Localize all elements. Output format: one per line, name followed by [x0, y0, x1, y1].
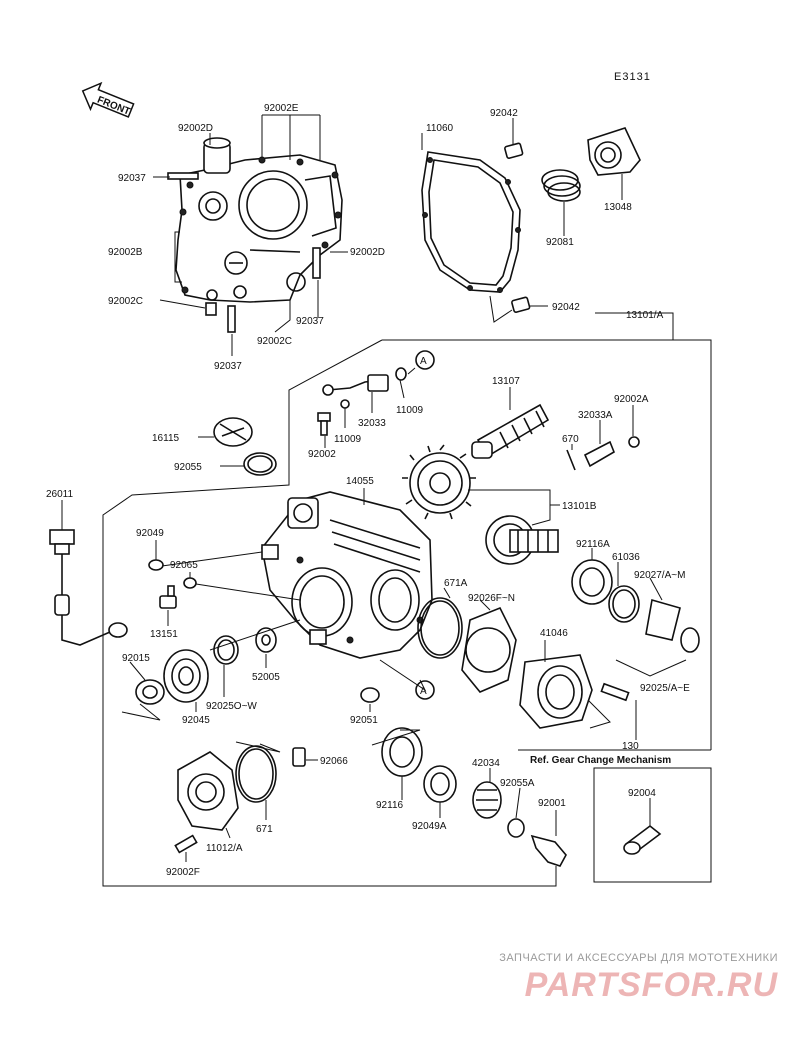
label-92004: 92004 [628, 788, 656, 799]
label-92027: 92027/A~M [634, 570, 685, 581]
label-92037-left: 92037 [118, 173, 146, 184]
label-13107: 13107 [492, 376, 520, 387]
label-92049A: 92049A [412, 821, 447, 832]
label-32033A: 32033A [578, 410, 613, 421]
label-11009-right: 11009 [396, 405, 424, 416]
label-92002D-right: 92002D [350, 247, 385, 258]
diagram-code: E3131 [614, 71, 651, 83]
label-670: 670 [562, 434, 579, 445]
label-13101B: 13101B [562, 501, 597, 512]
label-92002C-left: 92002C [108, 296, 143, 307]
crankcase-leader-lines [153, 114, 348, 356]
label-32033: 32033 [358, 418, 386, 429]
label-92026: 92026F~N [468, 593, 515, 604]
cap-drawing [213, 417, 277, 476]
sensor-harness-drawing [49, 529, 197, 646]
label-42034: 42034 [472, 758, 500, 769]
gear-shaft-drawing [402, 403, 640, 565]
gear-leaders [468, 387, 634, 526]
marker-A-mid-text: A [420, 686, 427, 697]
label-92065: 92065 [170, 560, 198, 571]
marker-A-top: A [415, 350, 435, 370]
gasket-drawing [421, 127, 641, 313]
label-92002E: 92002E [264, 103, 299, 114]
sensor-leaders [61, 500, 301, 626]
bottom-cover-drawing [174, 745, 277, 854]
right-leaders [379, 548, 687, 740]
bottom-centre-leaders [371, 729, 651, 836]
label-92002A: 92002A [614, 394, 649, 405]
label-671A: 671A [444, 578, 468, 589]
label-92045: 92045 [182, 715, 210, 726]
breather-leaders [324, 367, 416, 448]
label-26011: 26011 [46, 489, 74, 500]
label-92002B: 92002B [108, 247, 143, 258]
label-13151: 13151 [150, 629, 178, 640]
label-92002C-bottom: 92002C [257, 336, 292, 347]
left-bottom-parts-drawing [135, 627, 380, 767]
label-92055: 92055 [174, 462, 202, 473]
label-92025O: 92025O~W [206, 701, 257, 712]
label-92037-bottom: 92037 [214, 361, 242, 372]
label-13048: 13048 [604, 202, 632, 213]
label-92002D-top: 92002D [178, 123, 213, 134]
bottom-cover-leaders [185, 741, 281, 862]
marker-A-top-text: A [420, 356, 427, 367]
label-92049: 92049 [136, 528, 164, 539]
front-arrow-icon: FRONT [81, 81, 135, 118]
label-92042-top: 92042 [490, 108, 518, 119]
label-13101A: 13101/A [626, 310, 664, 321]
label-92116A: 92116A [576, 539, 610, 550]
crankcase-cover-drawing [167, 137, 343, 333]
label-92025: 92025/A~E [640, 683, 690, 694]
label-92002F: 92002F [166, 867, 200, 878]
bottom-centre-drawing [381, 727, 662, 867]
label-11012: 11012/A [206, 843, 243, 854]
right-parts-drawing [417, 559, 700, 729]
label-92037-right: 92037 [296, 316, 324, 327]
watermark-logo: PARTSFOR.RU [524, 966, 778, 1004]
label-92051: 92051 [350, 715, 378, 726]
label-92055A: 92055A [500, 778, 535, 789]
label-11060: 11060 [426, 123, 454, 134]
label-16115: 16115 [152, 433, 180, 444]
label-130: 130 [622, 741, 639, 752]
label-52005: 52005 [252, 672, 280, 683]
label-92042-bottom: 92042 [552, 302, 580, 313]
label-92066: 92066 [320, 756, 348, 767]
ref-gear-change-label: Ref. Gear Change Mechanism [530, 755, 671, 766]
assembly-frame [102, 312, 712, 887]
label-92001: 92001 [538, 798, 566, 809]
label-11009-left: 11009 [334, 434, 362, 445]
gear-housing-drawing [261, 491, 433, 659]
top-right-leader-lines [421, 118, 623, 323]
label-61036: 61036 [612, 552, 640, 563]
left-bottom-leaders [121, 619, 371, 761]
label-41046: 41046 [540, 628, 568, 639]
label-92015: 92015 [122, 653, 150, 664]
label-92081: 92081 [546, 237, 574, 248]
label-671: 671 [256, 824, 273, 835]
label-92002: 92002 [308, 449, 336, 460]
label-14055: 14055 [346, 476, 374, 487]
breather-drawing [317, 367, 407, 436]
label-92116: 92116 [376, 800, 404, 811]
watermark-tagline: ЗАПЧАСТИ И АКСЕССУАРЫ ДЛЯ МОТОТЕХНИКИ [499, 952, 778, 964]
